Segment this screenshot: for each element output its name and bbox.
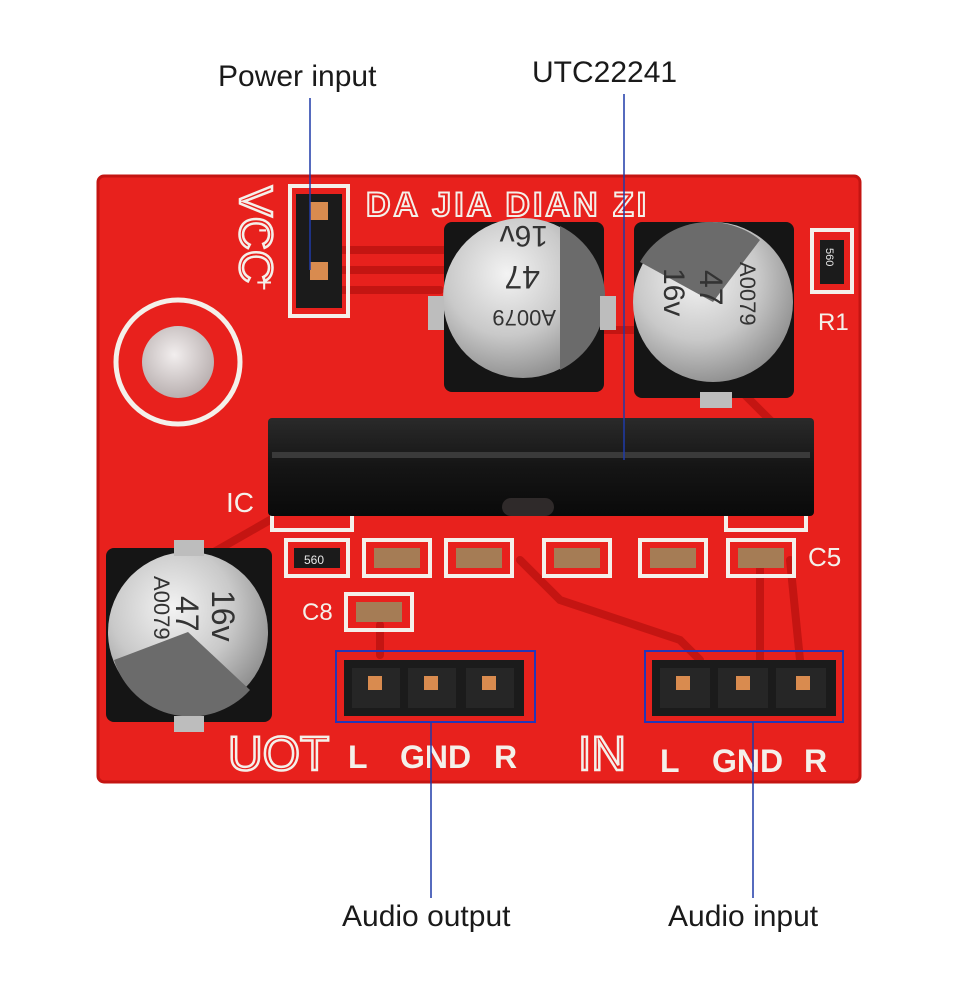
callout-lines [309,94,754,898]
pcb-edge [96,174,862,784]
r1-code: 560 [823,248,835,266]
silk-in-gnd: GND [712,743,783,779]
cap3-value: 47 [169,596,205,632]
cap2-value: 47 [693,270,729,306]
input-highlight-box [644,650,844,723]
silk-minus: - [258,213,267,244]
cap1-voltage: 16v [500,219,548,252]
r1-outline [810,228,854,294]
mounting-hole-ring [113,297,243,427]
output-header [344,660,524,716]
power-pin-plus [310,262,328,280]
cap1-value: 47 [504,259,540,295]
cap3-code: A0079 [149,576,174,640]
silk-plus: + [256,267,272,298]
silk-in: IN [578,728,626,781]
silk-in-l: L [660,743,680,779]
smd-resistor-code: 560 [304,553,324,567]
chip-label: UTC22241 [532,56,678,89]
silk-out-gnd: GND [400,739,471,775]
audio-input-label: Audio input [668,900,819,933]
cap2-voltage: 16v [657,268,690,316]
cap1-code: A0079 [492,305,556,330]
mounting-hole [142,326,214,398]
capacitor-1: 16v 47 A0079 [428,218,616,392]
silk-brand: DA JIA DIAN ZI [366,186,649,224]
capacitor-3: A0079 47 16v [106,540,272,732]
ic-chip [268,418,814,516]
output-highlight-box [335,650,536,723]
r1-resistor [820,240,844,284]
ic-tab-hole [502,498,554,516]
power-pin-minus [310,202,328,220]
silk-in-r: R [804,743,827,779]
audio-output-label: Audio output [342,900,511,933]
silk-ic: IC [226,487,254,518]
silk-out: UOT [228,728,329,781]
power-header-outline [288,184,350,318]
cap3-voltage: 16v [205,590,241,642]
capacitor-2: A0079 47 16v [633,221,794,408]
silk-c5: C5 [808,542,841,572]
ic-chip-highlight [272,452,810,458]
smd-row [284,538,796,632]
power-input-label: Power input [218,60,377,93]
silk-out-l: L [348,739,368,775]
silk-vcc: VCC [230,186,282,283]
input-header [652,660,836,716]
silk-r1: R1 [818,309,849,336]
silk-c8: C8 [302,599,333,626]
cap2-code: A0079 [735,262,760,326]
silk-out-r: R [494,739,517,775]
